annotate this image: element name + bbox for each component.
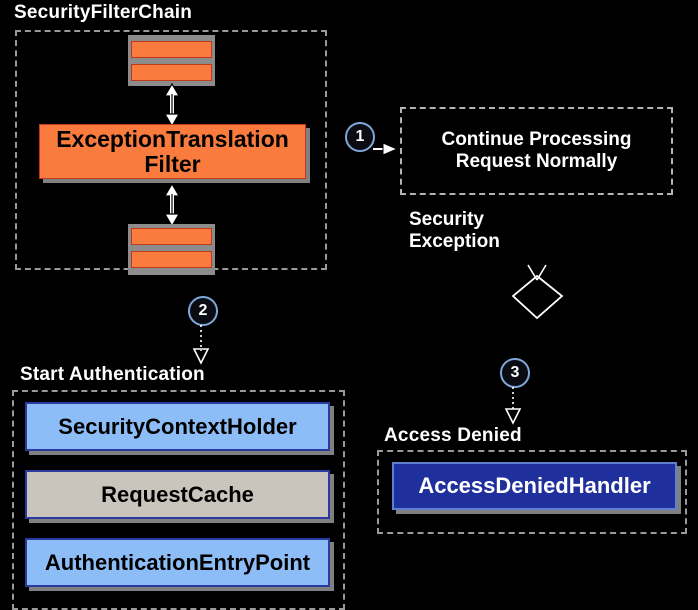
connector-step3-arrow (502, 387, 524, 427)
step-marker-2: 2 (188, 296, 218, 326)
node-authentication-entry-point[interactable]: AuthenticationEntryPoint (25, 538, 330, 587)
filter-bottom-a[interactable] (131, 228, 212, 245)
connector-etf-to-bottom-filters (160, 182, 184, 228)
step-marker-3: 3 (500, 358, 530, 388)
filter-bottom-b[interactable] (131, 251, 212, 268)
connector-step1-arrow (373, 140, 399, 158)
group-label-start-authentication: Start Authentication (20, 364, 205, 385)
group-label-security-filter-chain: SecurityFilterChain (14, 2, 193, 23)
node-access-denied-handler[interactable]: AccessDeniedHandler (392, 462, 677, 510)
group-start-authentication (12, 390, 345, 610)
node-exception-translation-filter-line2: Filter (144, 150, 201, 177)
continue-processing-line1: Continue Processing (441, 129, 632, 151)
continue-processing-line2: Request Normally (455, 151, 618, 172)
connector-step2-arrow (190, 325, 212, 365)
node-exception-translation-filter-line1: ExceptionTranslation (56, 125, 289, 152)
node-exception-translation-filter[interactable]: ExceptionTranslation Filter (39, 124, 306, 179)
filter-top-b[interactable] (131, 64, 212, 81)
node-security-context-holder[interactable]: SecurityContextHolder (25, 402, 330, 451)
node-request-cache[interactable]: RequestCache (25, 470, 330, 519)
connector-top-filters-to-etf (160, 82, 184, 128)
label-security-exception-line2: Exception (409, 231, 500, 253)
step-marker-1: 1 (345, 122, 375, 152)
filter-top-a[interactable] (131, 41, 212, 58)
decision-diamond (506, 262, 568, 329)
label-security-exception-line1: Security (409, 209, 484, 230)
node-continue-processing-request-normally: Continue Processing Request Normally (400, 107, 673, 195)
group-access-denied (377, 450, 687, 534)
group-label-access-denied: Access Denied (384, 425, 522, 446)
